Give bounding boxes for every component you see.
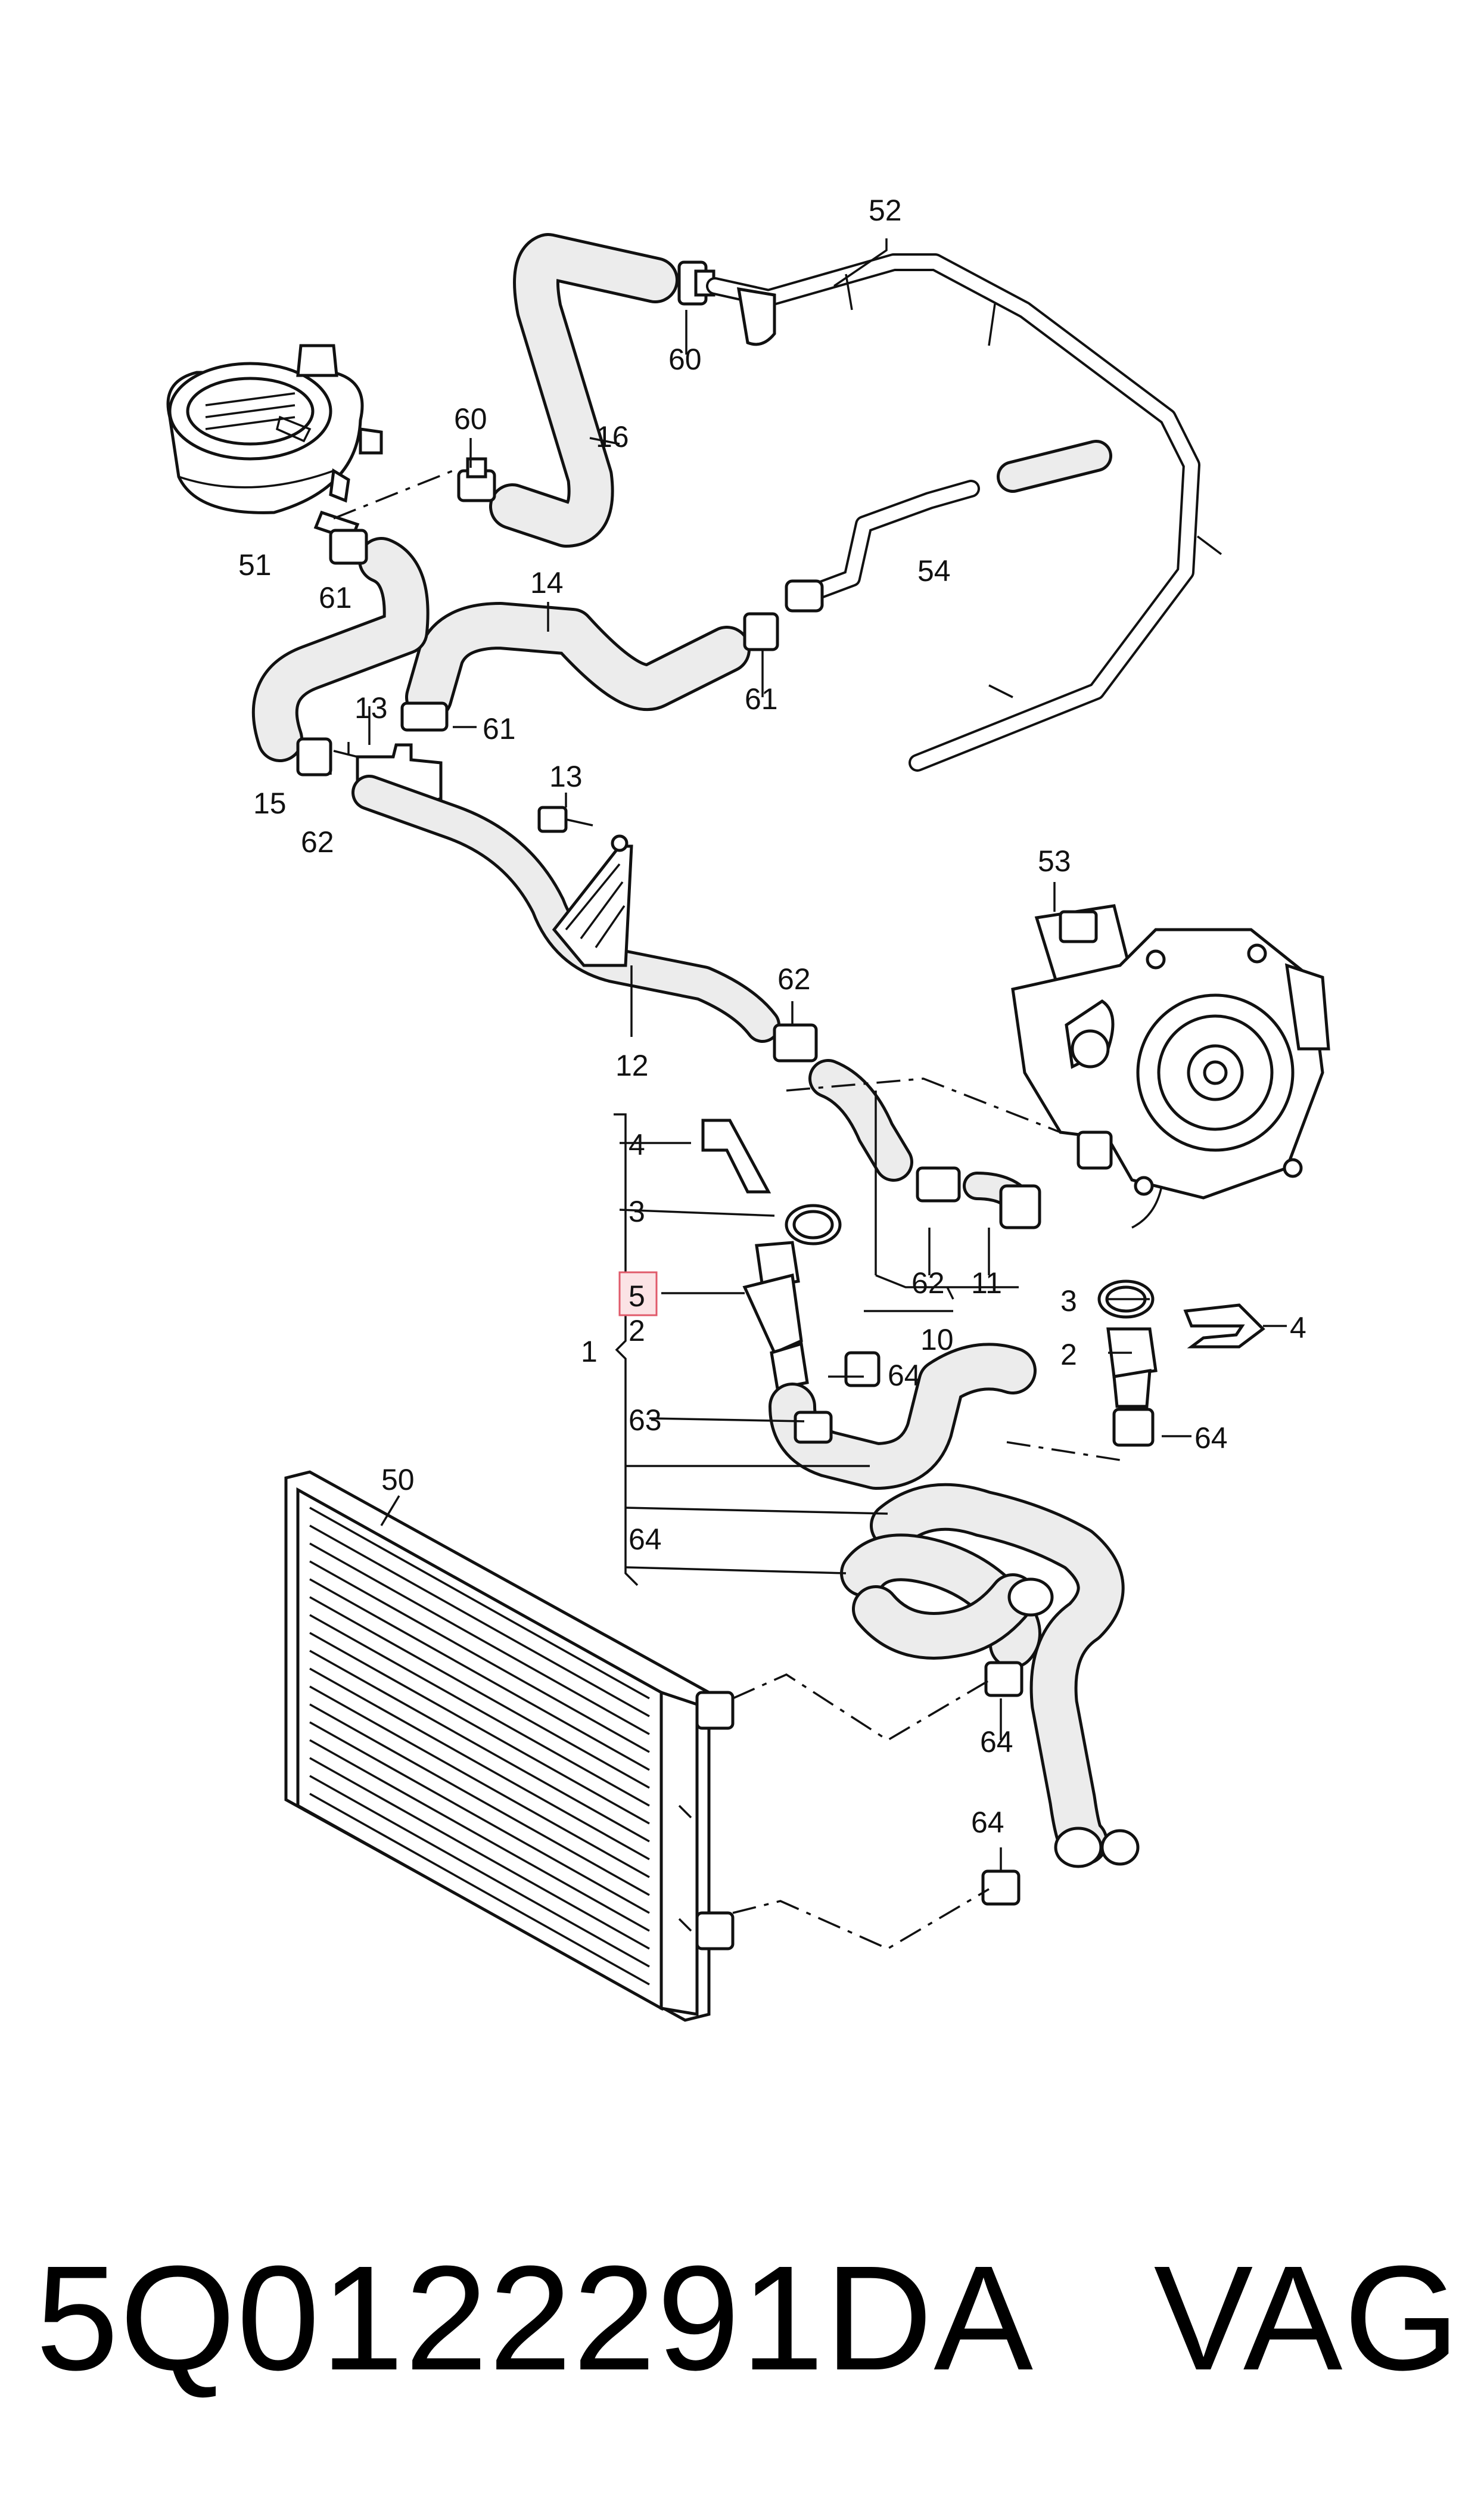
label-52: 52 bbox=[869, 194, 902, 227]
hose-clamp-61a bbox=[743, 612, 779, 651]
label-63: 63 bbox=[629, 1403, 662, 1437]
label-62-left: 62 bbox=[301, 825, 334, 859]
label-64-lower: 64 bbox=[980, 1725, 1013, 1759]
label-64-bottom: 64 bbox=[971, 1806, 1004, 1839]
hose-14 bbox=[405, 602, 751, 721]
hose-54 bbox=[785, 440, 1112, 613]
label-51: 51 bbox=[238, 548, 272, 582]
leader-lines bbox=[329, 238, 1287, 1871]
hose-clamp-60b bbox=[457, 457, 496, 502]
label-15: 15 bbox=[253, 787, 287, 820]
label-2-left: 2 bbox=[629, 1314, 645, 1347]
brand: VAG bbox=[1153, 2235, 1461, 2401]
label-14: 14 bbox=[530, 566, 564, 600]
label-64-upper: 64 bbox=[888, 1359, 921, 1392]
hose-clamp-61b bbox=[329, 529, 368, 565]
highlight-box bbox=[618, 1271, 658, 1316]
label-61-left: 61 bbox=[319, 581, 352, 614]
label-61-mid: 61 bbox=[745, 682, 778, 716]
label-5: 5 bbox=[629, 1279, 645, 1313]
bleed-hose-16 bbox=[489, 233, 679, 548]
label-53: 53 bbox=[1038, 844, 1071, 878]
label-62-right: 62 bbox=[911, 1266, 945, 1300]
coolant-reservoir bbox=[166, 344, 383, 542]
label-4-right: 4 bbox=[1290, 1311, 1306, 1344]
thermostat-parts-left bbox=[701, 1119, 842, 1390]
label-16: 16 bbox=[596, 420, 629, 454]
label-13-right: 13 bbox=[549, 760, 583, 793]
coolant-pipe-52 bbox=[706, 253, 1222, 772]
thermostat-housing-53 bbox=[1011, 904, 1330, 1229]
label-64-left: 64 bbox=[629, 1523, 662, 1556]
label-2-right: 2 bbox=[1060, 1338, 1077, 1371]
label-1: 1 bbox=[581, 1335, 598, 1368]
radiator-50 bbox=[284, 1470, 735, 2022]
lower-hoses bbox=[769, 1343, 1140, 1906]
part-number-footer: 5Q0122291DA VAG bbox=[36, 2229, 1460, 2408]
hose-section-10 bbox=[773, 1023, 1113, 1229]
label-12: 12 bbox=[615, 1049, 649, 1082]
hose-15 bbox=[251, 537, 430, 762]
label-4-left: 4 bbox=[629, 1128, 645, 1161]
part-labels: 52 60 16 60 51 54 14 61 61 13 61 15 13 6… bbox=[238, 194, 1306, 1839]
coolant-pipe-12 bbox=[351, 775, 780, 1043]
label-50: 50 bbox=[381, 1463, 415, 1496]
label-10: 10 bbox=[920, 1323, 954, 1356]
parts-diagram: 52 60 16 60 51 54 14 61 61 13 61 15 13 6… bbox=[166, 194, 1330, 2022]
connection-lines bbox=[333, 470, 1121, 1950]
label-62-mid: 62 bbox=[777, 962, 811, 996]
label-13-left: 13 bbox=[354, 691, 388, 725]
label-54: 54 bbox=[917, 554, 951, 588]
label-64-right: 64 bbox=[1194, 1421, 1228, 1455]
label-3-right: 3 bbox=[1060, 1284, 1077, 1318]
part-number: 5Q0122291DA bbox=[36, 2235, 1026, 2401]
label-60-left: 60 bbox=[454, 402, 487, 436]
label-3-left: 3 bbox=[629, 1195, 645, 1228]
label-11: 11 bbox=[971, 1266, 1002, 1300]
thermostat-parts-right bbox=[1097, 1279, 1265, 1447]
label-61-right: 61 bbox=[483, 712, 516, 746]
hose-clamp-62a bbox=[296, 737, 332, 776]
label-60-top: 60 bbox=[668, 343, 702, 376]
